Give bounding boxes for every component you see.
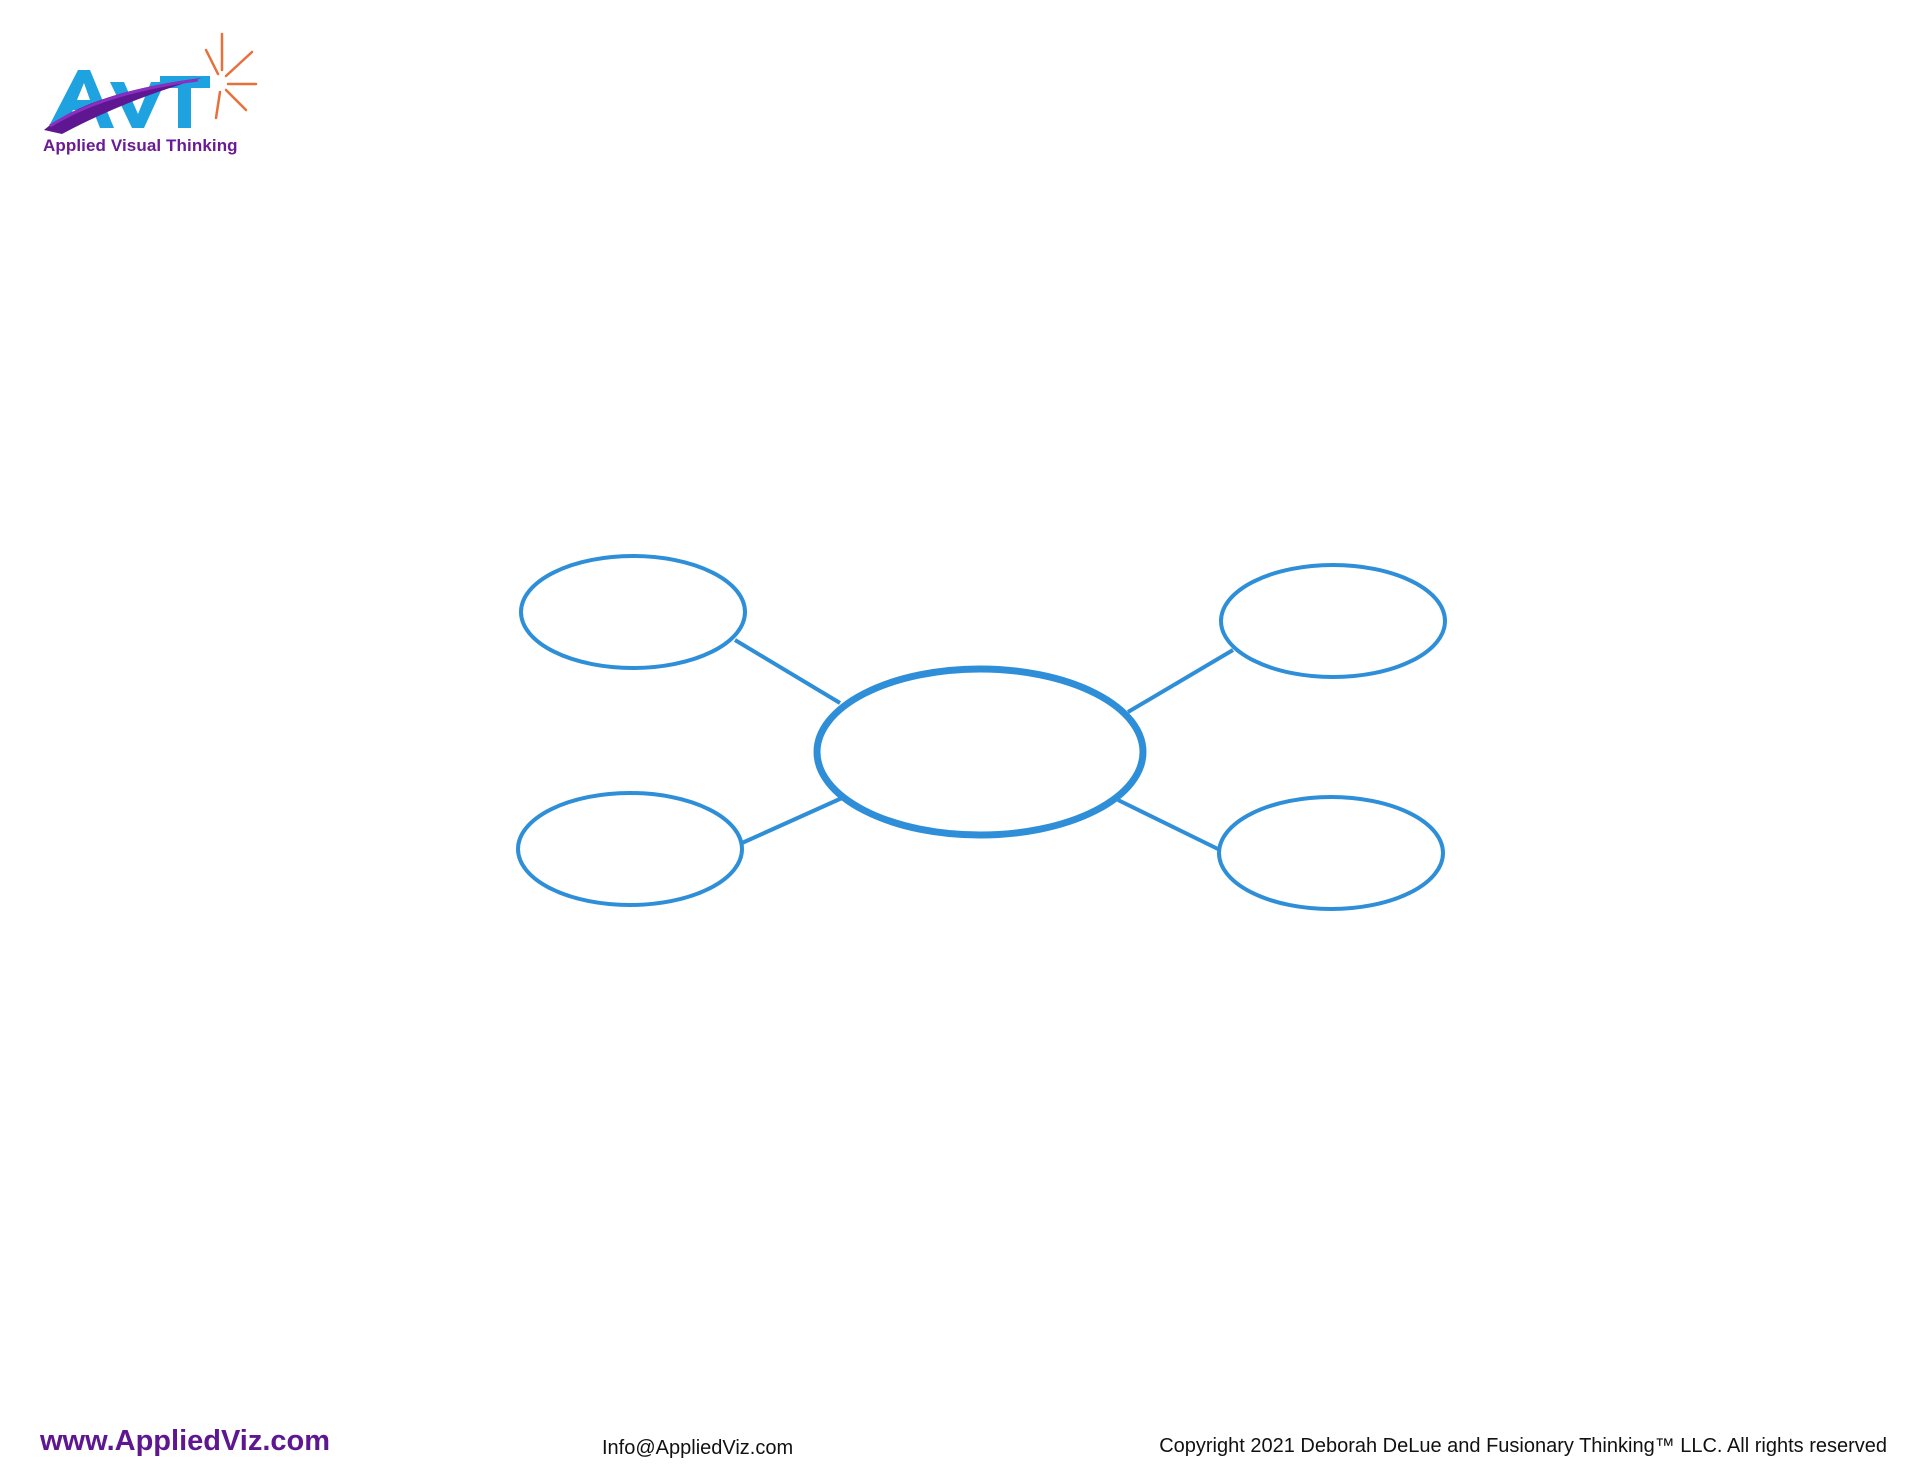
- logo-tagline: Applied Visual Thinking: [43, 136, 238, 155]
- burst-icon: [204, 32, 258, 120]
- branch-node-bottom-left: [516, 791, 744, 907]
- connector-bottom-left: [741, 796, 843, 845]
- avt-logo-mark: [44, 32, 258, 134]
- center-node: [813, 665, 1147, 839]
- connector-bottom-right: [1117, 798, 1221, 852]
- footer-website-link[interactable]: www.AppliedViz.com: [40, 1425, 331, 1457]
- connector-top-right: [1126, 648, 1235, 714]
- branch-node-top-right: [1219, 563, 1447, 679]
- avt-logo: Applied Visual Thinking: [40, 30, 270, 160]
- footer-email-link[interactable]: Info@AppliedViz.com: [602, 1437, 794, 1459]
- branch-node-top-left: [519, 554, 747, 670]
- connector-top-left: [733, 638, 842, 705]
- branch-node-bottom-right: [1217, 795, 1445, 911]
- footer-copyright: Copyright 2021 Deborah DeLue and Fusiona…: [1159, 1435, 1887, 1457]
